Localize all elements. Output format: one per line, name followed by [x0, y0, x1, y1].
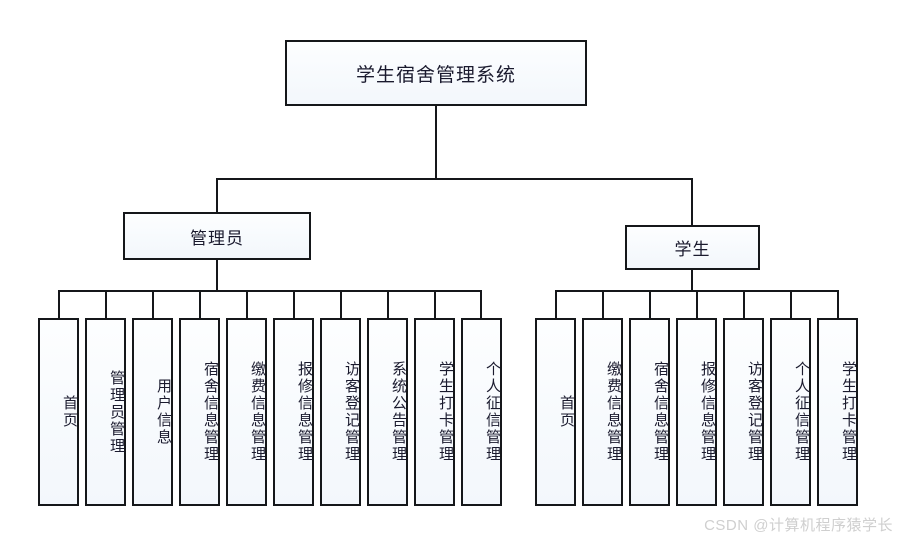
leaf-admin-5[interactable]: 缴费信息管理: [226, 318, 267, 506]
leaf-student-3-label: 宿舍信息管理: [652, 361, 668, 463]
node-root[interactable]: 学生宿舍管理系统: [285, 40, 587, 106]
leaf-student-2-label: 缴费信息管理: [605, 361, 621, 463]
leaf-admin-2[interactable]: 管理员管理: [85, 318, 126, 506]
leaf-student-7[interactable]: 学生打卡管理: [817, 318, 858, 506]
leaf-student-1-label: 首页: [558, 395, 574, 429]
leaf-admin-3[interactable]: 用户信息: [132, 318, 173, 506]
connector-level2-bus: [216, 178, 693, 180]
leaf-admin-6[interactable]: 报修信息管理: [273, 318, 314, 506]
leaf-admin-8-label: 系统公告管理: [390, 361, 406, 463]
leaf-student-4-label: 报修信息管理: [699, 361, 715, 463]
leaf-admin-7[interactable]: 访客登记管理: [320, 318, 361, 506]
leaf-admin-1-label: 首页: [61, 395, 77, 429]
leaf-admin-1[interactable]: 首页: [38, 318, 79, 506]
connector-admin-drop-7: [340, 290, 342, 318]
leaf-admin-6-label: 报修信息管理: [296, 361, 312, 463]
connector-admin-drop-2: [105, 290, 107, 318]
connector-student-drop-5: [743, 290, 745, 318]
leaf-admin-4[interactable]: 宿舍信息管理: [179, 318, 220, 506]
leaf-admin-8[interactable]: 系统公告管理: [367, 318, 408, 506]
leaf-admin-3-label: 用户信息: [155, 378, 171, 446]
connector-to-admin: [216, 178, 218, 213]
watermark: CSDN @计算机程序猿学长: [704, 517, 893, 534]
connector-admin-bus: [58, 290, 481, 292]
node-root-label: 学生宿舍管理系统: [355, 64, 516, 86]
leaf-student-1[interactable]: 首页: [535, 318, 576, 506]
connector-admin-drop-8: [387, 290, 389, 318]
leaf-student-3[interactable]: 宿舍信息管理: [629, 318, 670, 506]
connector-admin-drop-10: [480, 290, 482, 318]
connector-student-stem: [691, 270, 693, 292]
connector-admin-drop-6: [293, 290, 295, 318]
connector-to-student: [691, 178, 693, 226]
connector-student-drop-2: [602, 290, 604, 318]
leaf-admin-5-label: 缴费信息管理: [249, 361, 265, 463]
leaf-student-6-label: 个人征信管理: [793, 361, 809, 463]
connector-root-stem: [435, 105, 437, 179]
node-student[interactable]: 学生: [625, 225, 760, 270]
connector-student-drop-4: [696, 290, 698, 318]
leaf-student-4[interactable]: 报修信息管理: [676, 318, 717, 506]
leaf-student-5[interactable]: 访客登记管理: [723, 318, 764, 506]
leaf-admin-9[interactable]: 学生打卡管理: [414, 318, 455, 506]
leaf-admin-9-label: 学生打卡管理: [437, 361, 453, 463]
node-admin[interactable]: 管理员: [123, 212, 311, 260]
leaf-admin-4-label: 宿舍信息管理: [202, 361, 218, 463]
leaf-student-7-label: 学生打卡管理: [840, 361, 856, 463]
connector-student-drop-6: [790, 290, 792, 318]
connector-admin-drop-9: [434, 290, 436, 318]
node-student-label: 学生: [674, 240, 711, 259]
connector-admin-drop-1: [58, 290, 60, 318]
leaf-student-2[interactable]: 缴费信息管理: [582, 318, 623, 506]
leaf-student-6[interactable]: 个人征信管理: [770, 318, 811, 506]
leaf-admin-10-label: 个人征信管理: [484, 361, 500, 463]
leaf-admin-7-label: 访客登记管理: [343, 361, 359, 463]
leaf-student-5-label: 访客登记管理: [746, 361, 762, 463]
leaf-admin-2-label: 管理员管理: [108, 369, 124, 455]
connector-student-drop-1: [555, 290, 557, 318]
connector-admin-drop-5: [246, 290, 248, 318]
connector-admin-drop-4: [199, 290, 201, 318]
connector-student-drop-7: [837, 290, 839, 318]
node-admin-label: 管理员: [190, 228, 244, 248]
leaf-admin-10[interactable]: 个人征信管理: [461, 318, 502, 506]
connector-admin-drop-3: [152, 290, 154, 318]
connector-admin-stem: [216, 260, 218, 292]
connector-student-drop-3: [649, 290, 651, 318]
